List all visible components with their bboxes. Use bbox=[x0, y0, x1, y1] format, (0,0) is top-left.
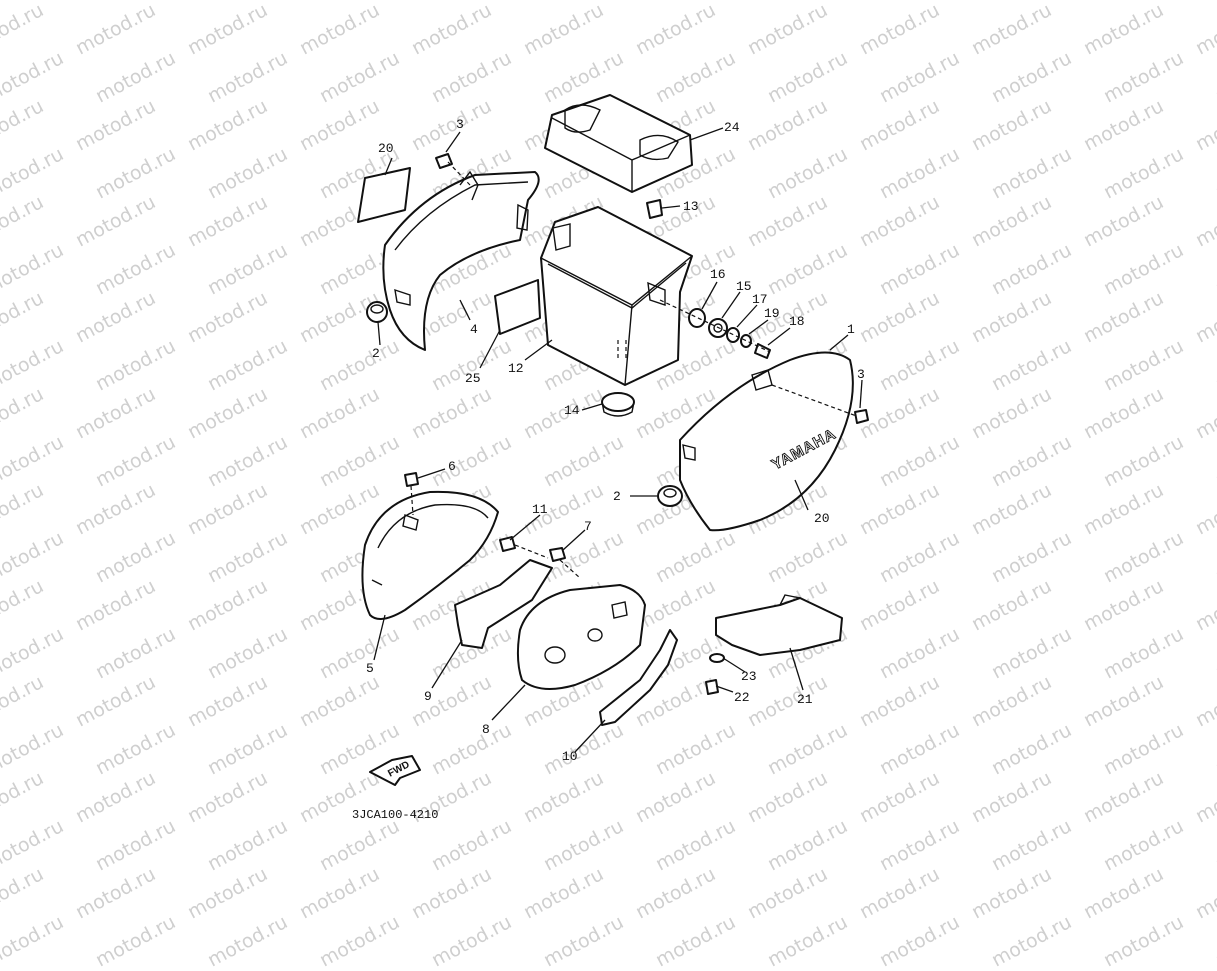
part-strap-10 bbox=[599, 629, 678, 726]
part-damper-25 bbox=[494, 279, 541, 335]
part-screw-6 bbox=[404, 472, 419, 487]
callout-label: 18 bbox=[789, 314, 805, 329]
watermark-text: motod.ru bbox=[92, 911, 180, 971]
part-battery-top-pad bbox=[544, 94, 693, 193]
callout-label: 7 bbox=[584, 519, 592, 534]
part-screw-3-top bbox=[435, 153, 453, 169]
callout-label: 10 bbox=[562, 749, 578, 764]
callout-label: 16 bbox=[710, 267, 726, 282]
callout-label: 2 bbox=[613, 489, 621, 504]
watermark-text: motod.ru bbox=[0, 911, 68, 971]
watermark-text: motod.ru bbox=[652, 911, 740, 971]
part-tool-case-8 bbox=[516, 584, 646, 690]
callout-label: 3 bbox=[456, 117, 464, 132]
fwd-arrow-icon: FWD bbox=[369, 755, 421, 786]
callout-label: 11 bbox=[532, 502, 548, 517]
callout-label: 5 bbox=[366, 661, 374, 676]
callout-label: 25 bbox=[465, 371, 481, 386]
callout-label: 1 bbox=[847, 322, 855, 337]
callout-label: 12 bbox=[508, 361, 524, 376]
callout-label: 17 bbox=[752, 292, 768, 307]
callout-label: 20 bbox=[814, 511, 830, 526]
part-side-cover-right: YAMAHA bbox=[679, 351, 863, 532]
watermark-text: motod.ru bbox=[540, 911, 628, 971]
part-grommet-14 bbox=[601, 392, 635, 417]
watermark-text: motod.ru bbox=[764, 911, 852, 971]
part-washer-23 bbox=[709, 653, 725, 663]
callout-labels: 24 3 20 13 16 15 17 19 18 1 3 4 2 25 12 … bbox=[366, 117, 865, 764]
watermark-text: motod.ru bbox=[428, 911, 516, 971]
callout-label: 2 bbox=[372, 346, 380, 361]
part-hardware-row bbox=[659, 299, 771, 359]
part-decal-20-top bbox=[357, 167, 411, 223]
callout-label: 8 bbox=[482, 722, 490, 737]
watermark-text: motod.ru bbox=[876, 911, 964, 971]
callout-label: 4 bbox=[470, 322, 478, 337]
watermark-text: motod.ru bbox=[316, 911, 404, 971]
part-battery-box bbox=[540, 206, 693, 386]
part-cover-5 bbox=[361, 490, 499, 620]
part-bracket-21 bbox=[715, 597, 843, 656]
watermark-text: motod.ru bbox=[204, 911, 292, 971]
part-nut-7 bbox=[549, 547, 566, 562]
callout-label: 21 bbox=[797, 692, 813, 707]
watermark-text: motod.ru bbox=[1100, 911, 1188, 971]
part-grommet-2-left bbox=[366, 301, 388, 323]
part-side-cover-left-rear bbox=[382, 170, 540, 351]
part-bolt-11 bbox=[499, 536, 516, 552]
callout-label: 22 bbox=[734, 690, 750, 705]
diagram-drawing: YAMAHA bbox=[352, 94, 869, 822]
callout-label: 14 bbox=[564, 403, 580, 418]
watermark-text: motod.ru bbox=[988, 911, 1076, 971]
callout-label: 23 bbox=[741, 669, 757, 684]
part-bolt-22 bbox=[705, 679, 719, 695]
callout-label: 19 bbox=[764, 306, 780, 321]
leader-lines bbox=[373, 127, 863, 753]
part-clip-13 bbox=[646, 199, 663, 219]
part-screw-3-right bbox=[854, 409, 869, 424]
callout-label: 3 bbox=[857, 367, 865, 382]
callout-label: 13 bbox=[683, 199, 699, 214]
callout-label: 15 bbox=[736, 279, 752, 294]
part-grommet-2-right bbox=[657, 485, 683, 507]
watermark-text: motod.ru bbox=[1212, 911, 1217, 971]
callout-label: 9 bbox=[424, 689, 432, 704]
part-bracket-9 bbox=[454, 559, 553, 649]
diagram-code: 3JCA100-4210 bbox=[352, 808, 438, 822]
callout-label: 6 bbox=[448, 459, 456, 474]
callout-label: 20 bbox=[378, 141, 394, 156]
callout-label: 24 bbox=[724, 120, 740, 135]
